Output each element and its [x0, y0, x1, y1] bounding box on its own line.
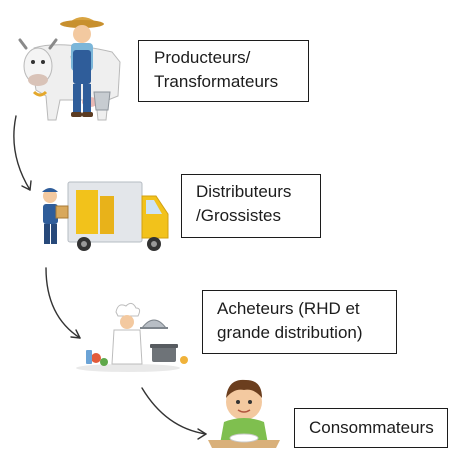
farmer-with-cow-icon [18, 17, 121, 121]
curved-arrow-icon [141, 387, 207, 440]
curved-arrow-icon [45, 267, 81, 339]
chef-kitchen-icon [76, 302, 188, 372]
step-acheteurs-box: Acheteurs (RHD et grande distribution) [202, 290, 397, 354]
curved-arrow-icon [13, 115, 32, 191]
delivery-truck-icon [42, 181, 169, 251]
child-eating-icon [208, 379, 280, 448]
step-producteurs-box: Producteurs/ Transformateurs [138, 40, 309, 102]
step-distributeurs-box: Distributeurs /Grossistes [181, 174, 321, 238]
step-consommateurs-box: Consommateurs [294, 408, 448, 448]
